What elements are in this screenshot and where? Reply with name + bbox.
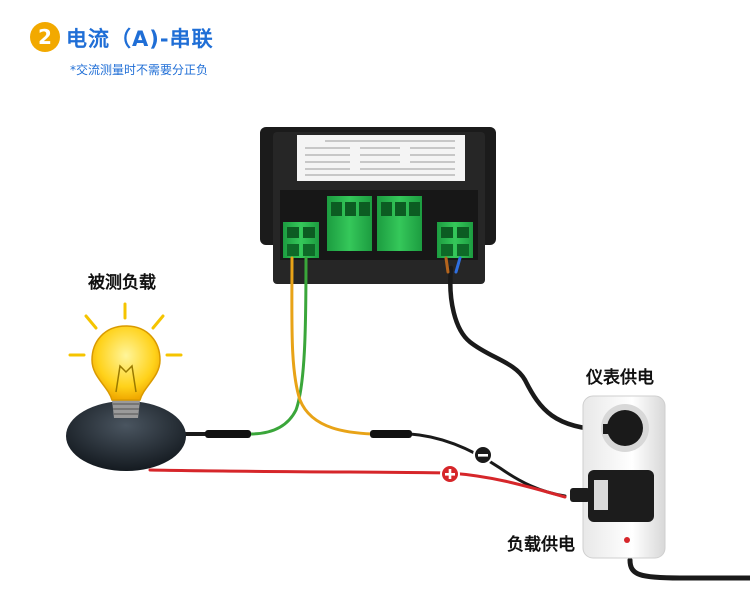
wire-negative (408, 432, 567, 498)
wire-blue (454, 256, 462, 274)
wire-meter-power (448, 265, 608, 433)
wire-yellow (290, 256, 374, 436)
sleeve-yellow-wire (370, 430, 412, 438)
terminal-block-left (327, 196, 372, 251)
meter-power-plug (607, 410, 643, 446)
label-meter-power: 仪表供电 (586, 368, 654, 388)
page-title: 电流（A)-串联 (66, 27, 214, 51)
power-strip (570, 395, 666, 559)
power-strip-cable (627, 557, 750, 581)
page-subtitle: *交流测量时不需要分正负 (70, 63, 209, 77)
label-load-power: 负载供电 (507, 535, 575, 555)
wire-green (248, 256, 308, 436)
negative-marker (473, 445, 493, 465)
bulb-icon (66, 302, 186, 471)
terminal-block-power (437, 222, 473, 258)
positive-marker (440, 464, 460, 484)
bulb-base (66, 401, 186, 471)
wire-brown (444, 256, 450, 274)
wire-positive (148, 468, 567, 499)
meter-spec-text-lines (305, 140, 455, 176)
wires (148, 256, 750, 581)
terminal-block-middle (377, 196, 422, 251)
panel-meter (260, 127, 496, 284)
step-badge: 2 (30, 22, 60, 52)
label-load: 被测负载 (88, 273, 156, 293)
sleeve-green-wire (205, 430, 251, 438)
power-indicator-led (624, 537, 630, 543)
terminal-block-current (283, 222, 319, 258)
meter-spec-label (297, 135, 465, 181)
